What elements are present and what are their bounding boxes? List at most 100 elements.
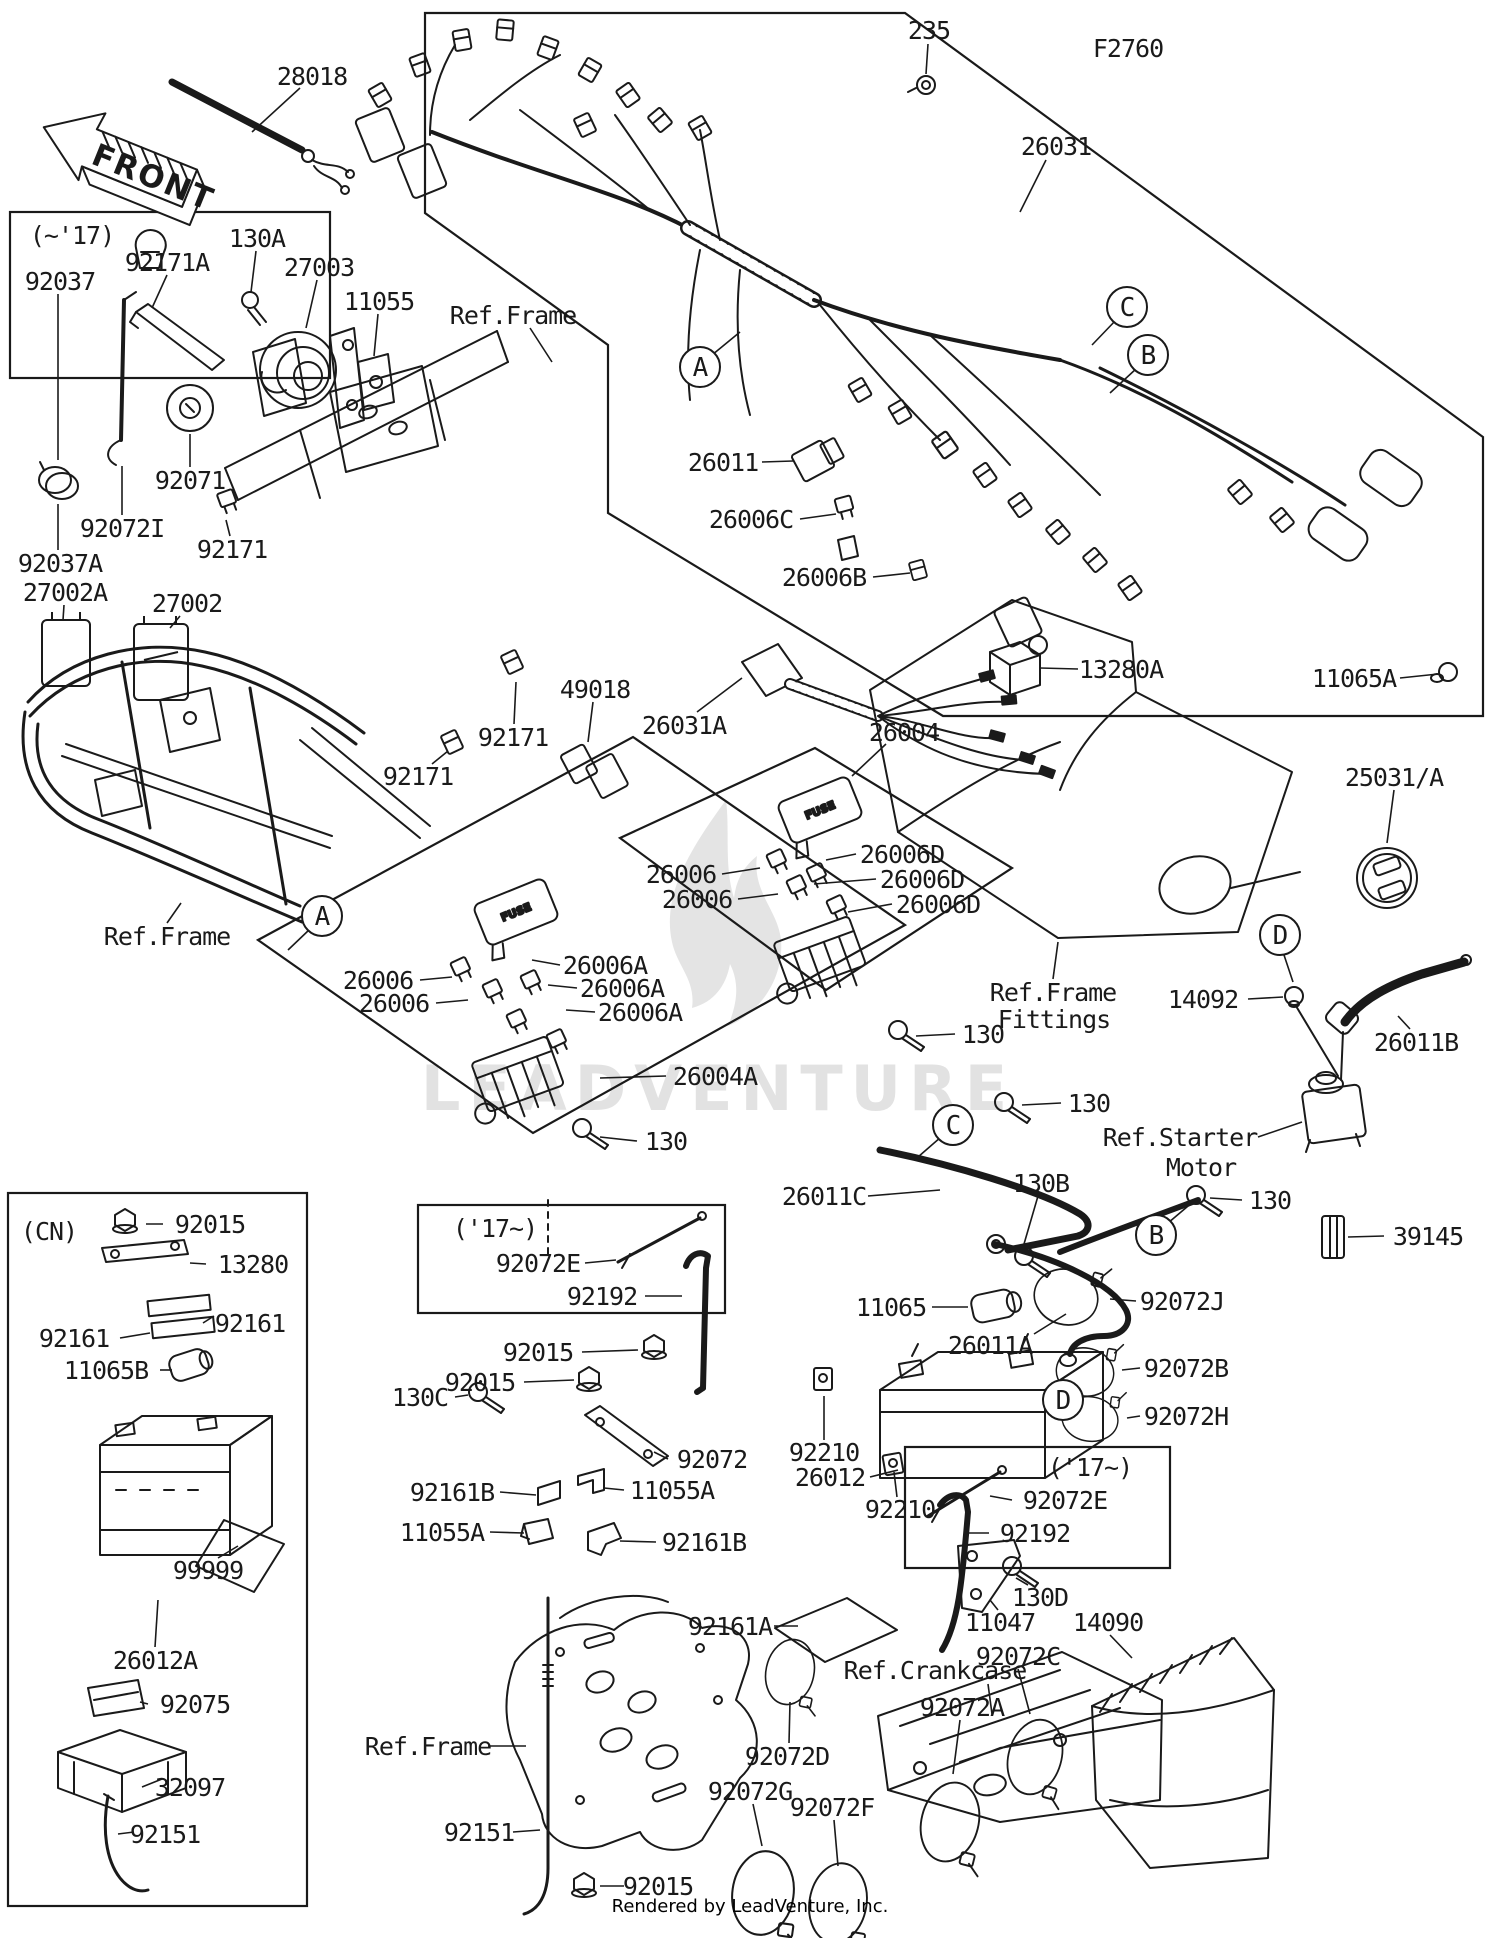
part-label[interactable]: 92072: [677, 1445, 748, 1474]
part-label[interactable]: 92171: [478, 723, 549, 752]
part-label[interactable]: 26006: [359, 989, 430, 1018]
part-label[interactable]: 26004A: [673, 1062, 759, 1091]
part-label[interactable]: 13280A: [1079, 655, 1165, 684]
part-label[interactable]: 13280: [218, 1250, 289, 1279]
part-label[interactable]: 26012A: [113, 1646, 199, 1675]
part-label[interactable]: 26011C: [782, 1182, 867, 1211]
part-label[interactable]: 92210: [789, 1438, 860, 1467]
part-label[interactable]: 92171: [197, 535, 268, 564]
part-label[interactable]: 92161: [39, 1324, 110, 1353]
part-label[interactable]: 92037A: [18, 549, 104, 578]
part-label[interactable]: 27002: [152, 589, 223, 618]
part-label[interactable]: F2760: [1093, 34, 1164, 63]
part-label[interactable]: 92072B: [1144, 1354, 1229, 1383]
part-label[interactable]: 26011A: [948, 1331, 1034, 1360]
part-label[interactable]: (CN): [21, 1217, 78, 1246]
part-label[interactable]: 26006A: [598, 998, 684, 1027]
part-label[interactable]: 92015: [503, 1338, 574, 1367]
part-label[interactable]: 26006A: [580, 974, 666, 1003]
part-label[interactable]: 14090: [1073, 1608, 1144, 1637]
part-label[interactable]: 27003: [284, 253, 355, 282]
part-label[interactable]: 26006B: [782, 563, 867, 592]
part-label[interactable]: Ref.Frame: [450, 301, 577, 330]
part-label[interactable]: 39145: [1393, 1222, 1464, 1251]
part-label[interactable]: 11065: [856, 1293, 927, 1322]
part-label[interactable]: 92015: [445, 1368, 516, 1397]
part-label[interactable]: 130: [962, 1020, 1005, 1049]
part-label[interactable]: 11055: [344, 287, 415, 316]
part-label[interactable]: 92151: [130, 1820, 201, 1849]
part-label[interactable]: 92161A: [688, 1612, 774, 1641]
part-label[interactable]: 92171A: [125, 248, 211, 277]
part-label[interactable]: 130C: [392, 1383, 449, 1412]
part-label[interactable]: 26012: [795, 1463, 866, 1492]
part-label[interactable]: 26031: [1021, 132, 1092, 161]
part-label[interactable]: 92072J: [1140, 1287, 1225, 1316]
part-label[interactable]: 130: [645, 1127, 688, 1156]
part-label[interactable]: ('17~): [453, 1214, 538, 1243]
part-label[interactable]: 92161B: [662, 1528, 747, 1557]
part-label[interactable]: 26011: [688, 448, 759, 477]
part-label[interactable]: 130: [1068, 1089, 1111, 1118]
part-label[interactable]: ('17~): [1048, 1453, 1133, 1482]
part-label[interactable]: 11065B: [64, 1356, 149, 1385]
part-label[interactable]: 92071: [155, 466, 226, 495]
part-label[interactable]: 27002A: [23, 578, 109, 607]
part-label[interactable]: 92072A: [920, 1693, 1006, 1722]
part-label[interactable]: 235: [908, 16, 951, 45]
part-label[interactable]: Motor: [1166, 1153, 1238, 1182]
part-label[interactable]: 92072D: [745, 1742, 830, 1771]
part-label[interactable]: 92072E: [496, 1249, 581, 1278]
part-label[interactable]: 92210: [865, 1495, 936, 1524]
part-label[interactable]: 92072E: [1023, 1486, 1108, 1515]
part-label[interactable]: 130D: [1012, 1583, 1069, 1612]
part-label[interactable]: 130B: [1013, 1169, 1070, 1198]
part-label[interactable]: 28018: [277, 62, 348, 91]
part-label[interactable]: 11055A: [400, 1518, 486, 1547]
part-label[interactable]: 26006C: [709, 505, 794, 534]
part-label[interactable]: 130A: [229, 224, 287, 253]
part-label[interactable]: Fittings: [998, 1005, 1111, 1034]
part-label[interactable]: 26006D: [860, 840, 945, 869]
part-label[interactable]: Ref.Frame: [365, 1732, 492, 1761]
part-label[interactable]: 25031/A: [1345, 763, 1445, 792]
part-label[interactable]: Ref.Frame: [104, 922, 231, 951]
part-label[interactable]: 11047: [965, 1608, 1036, 1637]
part-label[interactable]: 92075: [160, 1690, 231, 1719]
part-label[interactable]: 92161: [215, 1309, 286, 1338]
part-label[interactable]: 92161B: [410, 1478, 495, 1507]
part-label[interactable]: Ref.Frame: [990, 978, 1117, 1007]
part-label[interactable]: 11065A: [1312, 664, 1398, 693]
part-label[interactable]: 92072H: [1144, 1402, 1229, 1431]
part-label[interactable]: 92072C: [976, 1642, 1061, 1671]
part-label[interactable]: 26006: [662, 885, 733, 914]
part-label[interactable]: 92037: [25, 267, 96, 296]
part-label[interactable]: Ref.Starter: [1103, 1123, 1260, 1152]
part-label[interactable]: 26006A: [563, 951, 649, 980]
part-label[interactable]: 26006D: [896, 890, 981, 919]
part-label[interactable]: 26031A: [642, 711, 728, 740]
part-label[interactable]: 26006D: [880, 865, 965, 894]
part-label[interactable]: 14092: [1168, 985, 1239, 1014]
part-label[interactable]: 49018: [560, 675, 631, 704]
part-label[interactable]: 11055A: [630, 1476, 716, 1505]
part-label[interactable]: 130: [1249, 1186, 1292, 1215]
part-label[interactable]: 92192: [1000, 1519, 1071, 1548]
part-label[interactable]: 92015: [623, 1872, 694, 1901]
part-label[interactable]: 92015: [175, 1210, 246, 1239]
part-label[interactable]: 92171: [383, 762, 454, 791]
part-label[interactable]: 26011B: [1374, 1028, 1459, 1057]
part-label[interactable]: 26006: [343, 966, 414, 995]
part-label[interactable]: 92192: [567, 1282, 638, 1311]
part-label[interactable]: 26004: [869, 718, 940, 747]
leader-line: [565, 1009, 596, 1013]
part-label[interactable]: 32097: [155, 1773, 226, 1802]
part-label[interactable]: 26006: [646, 860, 717, 889]
part-label[interactable]: 92151: [444, 1818, 515, 1847]
part-label[interactable]: 99999: [173, 1556, 244, 1585]
part-label[interactable]: 92072I: [80, 514, 165, 543]
part-label[interactable]: 92072G: [708, 1777, 793, 1806]
part-label[interactable]: (~'17): [30, 221, 115, 250]
part-label[interactable]: 92072F: [790, 1793, 875, 1822]
part-label[interactable]: Ref.Crankcase: [844, 1656, 1028, 1685]
